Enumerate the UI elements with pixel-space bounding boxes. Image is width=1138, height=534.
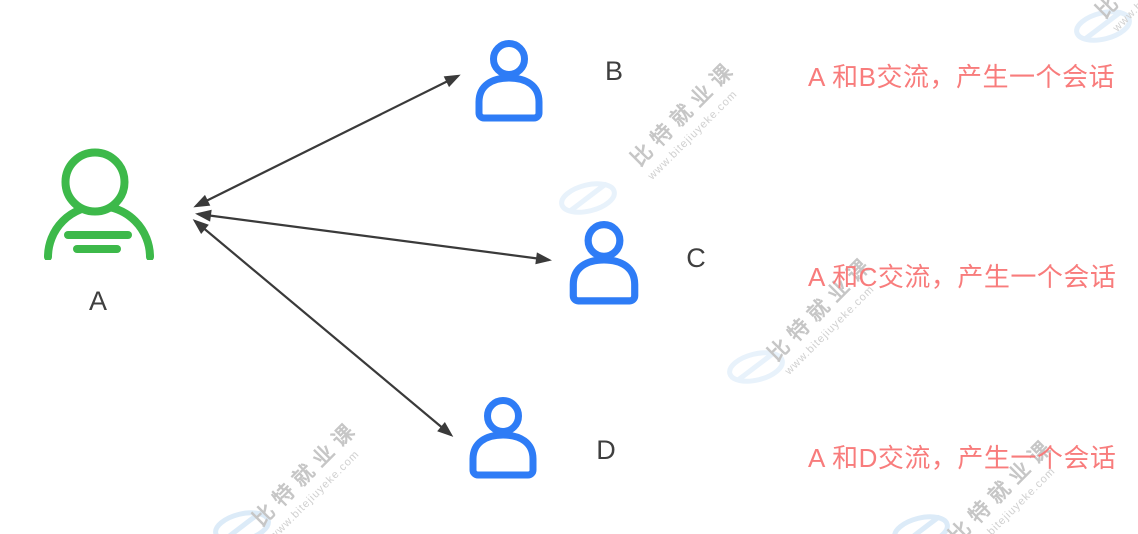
annotation-d: A 和D交流，产生一个会话 (808, 443, 1117, 473)
person-d-icon (469, 397, 537, 479)
person-b-icon (475, 40, 543, 122)
annotation-b: A 和B交流，产生一个会话 (808, 62, 1115, 92)
label-d: D (596, 435, 616, 465)
annotation-c: A 和C交流，产生一个会话 (808, 262, 1117, 292)
label-c: C (686, 243, 706, 273)
person-c-icon (569, 221, 639, 305)
arrow-a-d (192, 219, 454, 437)
label-b: B (604, 56, 623, 86)
arrow-a-b (193, 74, 461, 208)
arrow-a-c (195, 209, 552, 265)
label-a: A (88, 286, 107, 316)
person-a-icon (44, 148, 154, 260)
